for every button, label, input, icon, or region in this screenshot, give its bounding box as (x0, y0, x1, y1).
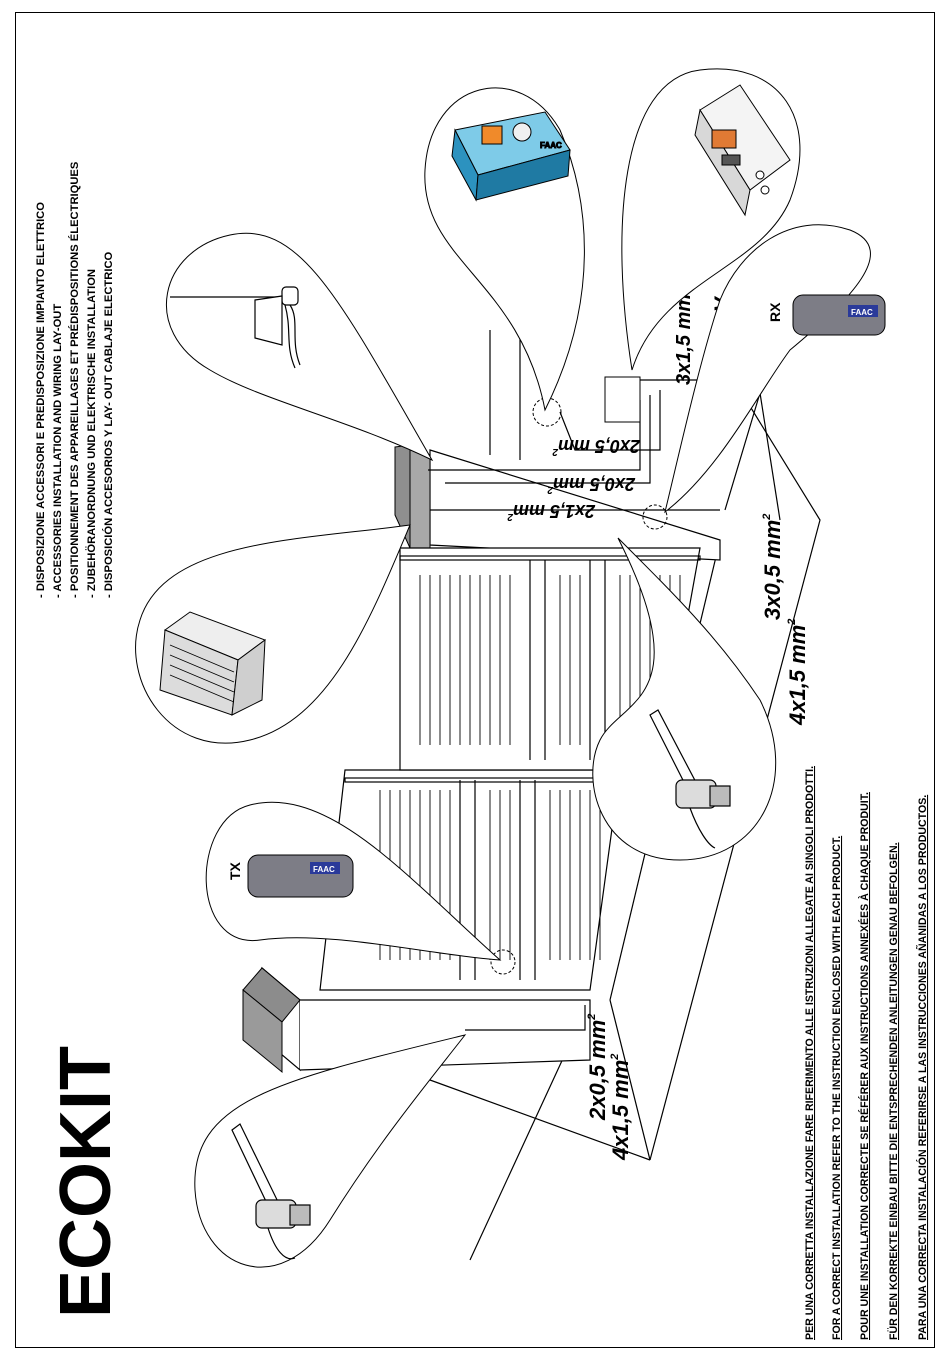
page-title: ECOKIT (46, 1046, 126, 1318)
callout-antenna (165, 232, 434, 462)
right-pillar (394, 444, 721, 561)
cable-label-2x05-mid-b: 2x0,5 mm2 (552, 436, 641, 457)
languages-header: - DISPOSIZIONE ACCESSORI E PREDISPOSIZIO… (35, 161, 115, 598)
transmitter-illustration: FAAC TX (227, 854, 354, 898)
cable-label-4x1-right: 4x1,5 mm2 (785, 619, 810, 726)
cable-label-2x05-mid-a: 2x0,5 mm2 (547, 474, 636, 495)
wire-entry-point (490, 949, 516, 975)
note-es: PARA UNA CORRECTA INSTALACIÓN REFERIRSE … (916, 795, 929, 1340)
cable-label-4x1-left: 4x1,5 mm2 (608, 1054, 633, 1161)
left-operator-illustration (231, 1123, 311, 1260)
footer-notes: PER UNA CORRETTA INSTALLAZIONE FARE RIFE… (804, 766, 929, 1340)
right-leaf-slats (419, 575, 681, 745)
right-operator-illustration (649, 709, 731, 849)
page-frame (15, 12, 935, 1348)
cable-label-2x05-left: 2x0,5 mm2 (585, 1014, 610, 1121)
header-line-it: - DISPOSIZIONE ACCESSORI E PREDISPOSIZIO… (35, 202, 47, 598)
flashing-lamp-illustration (159, 611, 267, 716)
receiver-brand: FAAC (851, 308, 873, 317)
header-line-en: - ACCESSORIES INSTALLATION AND WIRING LA… (52, 304, 64, 598)
receiver-label: RX (767, 302, 783, 322)
cable-runs (428, 379, 720, 1031)
receiver-illustration: FAAC RX (767, 294, 886, 336)
junction-box (604, 376, 641, 423)
cable-label-2x15-gate: 2x1,5 mm2 (507, 501, 596, 522)
control-unit-illustration (694, 84, 791, 217)
callout-left-operator (194, 1034, 467, 1268)
callout-right-operator (592, 537, 777, 861)
cable-labels: 4x1,5 mm2 2x0,5 mm2 2x1,5 mm2 2x0,5 mm2 … (507, 288, 810, 1161)
note-de: FÜR DEN KORREKTE EINBAU BITTE DIE ENTSPR… (887, 842, 900, 1340)
note-en: FOR A CORRECT INSTALLATION REFER TO THE … (831, 836, 843, 1340)
wire-entry-point (642, 504, 668, 530)
antenna-illustration (170, 286, 301, 369)
note-fr: POUR UNE INSTALLATION CORRECTE SE RÉFÉRE… (858, 792, 871, 1340)
transmitter-label: TX (227, 861, 243, 880)
cable-label-3x05-right: 3x0,5 mm2 (760, 514, 785, 620)
left-pillar (242, 966, 591, 1074)
key-switch-illustration: FAAC (451, 111, 571, 202)
key-switch-brand: FAAC (540, 141, 562, 150)
header-line-fr: - POSITIONNEMENT DES APPAREILLAGES ET PR… (68, 161, 81, 598)
header-line-es: - DISPOSICIÓN ACCESORIOS Y LAY- OUT CABL… (102, 251, 115, 598)
key-cylinder-icon (512, 122, 532, 142)
header-line-de: - ZUBEHÖRANORDNUNG UND ELEKTRISCHE INSTA… (85, 269, 98, 598)
transmitter-brand: FAAC (313, 865, 335, 874)
note-it: PER UNA CORRETTA INSTALLAZIONE FARE RIFE… (804, 766, 816, 1340)
